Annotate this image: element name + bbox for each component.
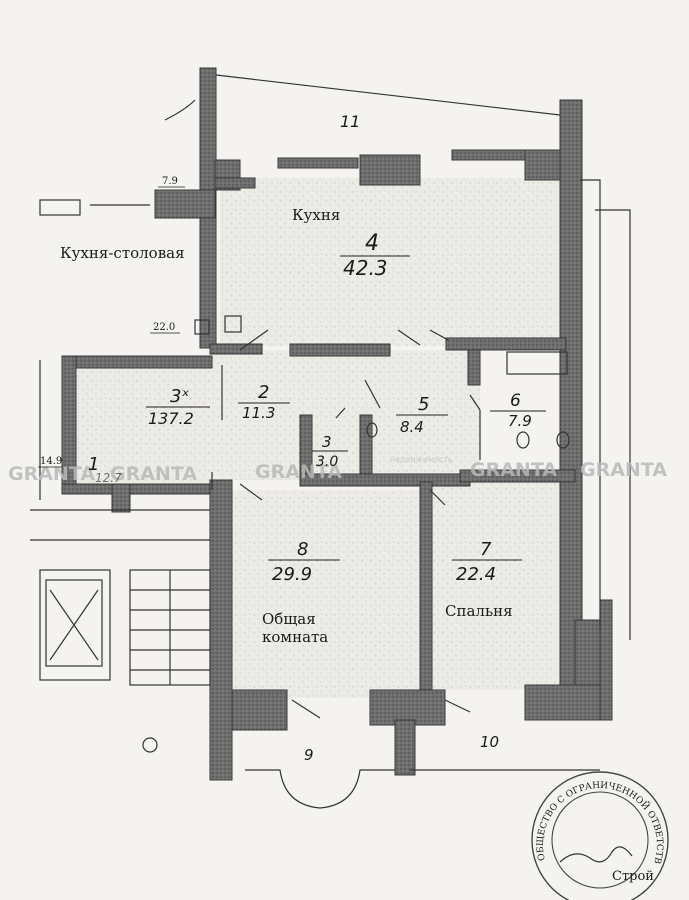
room-3x-area: 137.2 xyxy=(148,409,194,428)
room-2-area: 11.3 xyxy=(242,404,275,422)
floor-bath xyxy=(480,350,570,470)
room-5-area: 8.4 xyxy=(400,418,424,436)
watermark-granta-3: GRANTA xyxy=(255,461,342,483)
balcony-10-label: 10 xyxy=(480,733,499,751)
room-floors xyxy=(75,178,576,698)
kitchen-name: Кухня xyxy=(292,206,340,224)
room-8-name-line-2: комната xyxy=(262,628,328,646)
mark-14-9: 14.9 xyxy=(40,456,62,467)
room-7-number: 7 xyxy=(480,539,492,560)
floor-room-8 xyxy=(232,490,428,698)
room-labels: 11 Кухня 4 42.3 Кухня-столовая 3ˣ 137.2 … xyxy=(60,112,546,764)
floor-room-3x xyxy=(75,368,210,483)
floor-room-7 xyxy=(432,482,576,690)
room-8-number: 8 xyxy=(297,539,308,560)
room-3-area: 3.0 xyxy=(316,454,338,470)
room-7-name: Спальня xyxy=(445,602,513,620)
room-3-number: 3 xyxy=(322,433,332,451)
watermark: GRANTA GRANTA GRANTA GRANTA GRANTA недви… xyxy=(8,455,667,485)
watermark-small: недвижимость xyxy=(390,455,453,464)
room-2-number: 2 xyxy=(258,382,269,403)
balcony-9-label: 9 xyxy=(304,746,314,764)
room-5-number: 5 xyxy=(418,394,429,415)
room-6-number: 6 xyxy=(510,391,521,411)
room-8-name-line-1: Общая xyxy=(262,610,316,628)
kitchen-area: 42.3 xyxy=(343,256,388,280)
room-3x-number: 3ˣ xyxy=(170,386,189,407)
room-8-area: 29.9 xyxy=(272,564,312,585)
watermark-granta-5: GRANTA xyxy=(580,459,667,481)
balcony-11-label: 11 xyxy=(340,112,360,131)
room-1-number: 1 xyxy=(88,454,99,475)
outlines xyxy=(30,74,631,809)
watermark-granta-4: GRANTA xyxy=(470,459,557,481)
room-1-area: 12.7 xyxy=(95,471,122,485)
mark-7-9: 7.9 xyxy=(162,176,178,187)
room-7-area: 22.4 xyxy=(456,564,496,585)
elevation-marks: 7.9 22.0 14.9 xyxy=(38,176,185,468)
room-6-area: 7.9 xyxy=(508,412,532,430)
walls xyxy=(61,67,613,781)
watermark-granta-1: GRANTA xyxy=(8,463,95,485)
watermark-granta-2: GRANTA xyxy=(110,463,197,485)
mark-22-0: 22.0 xyxy=(153,322,175,333)
kitchen-number: 4 xyxy=(365,231,379,256)
floor-kitchen xyxy=(220,178,570,346)
stamp-center: Строй xyxy=(612,869,654,884)
kitchen-dining-name: Кухня-столовая xyxy=(60,244,185,262)
